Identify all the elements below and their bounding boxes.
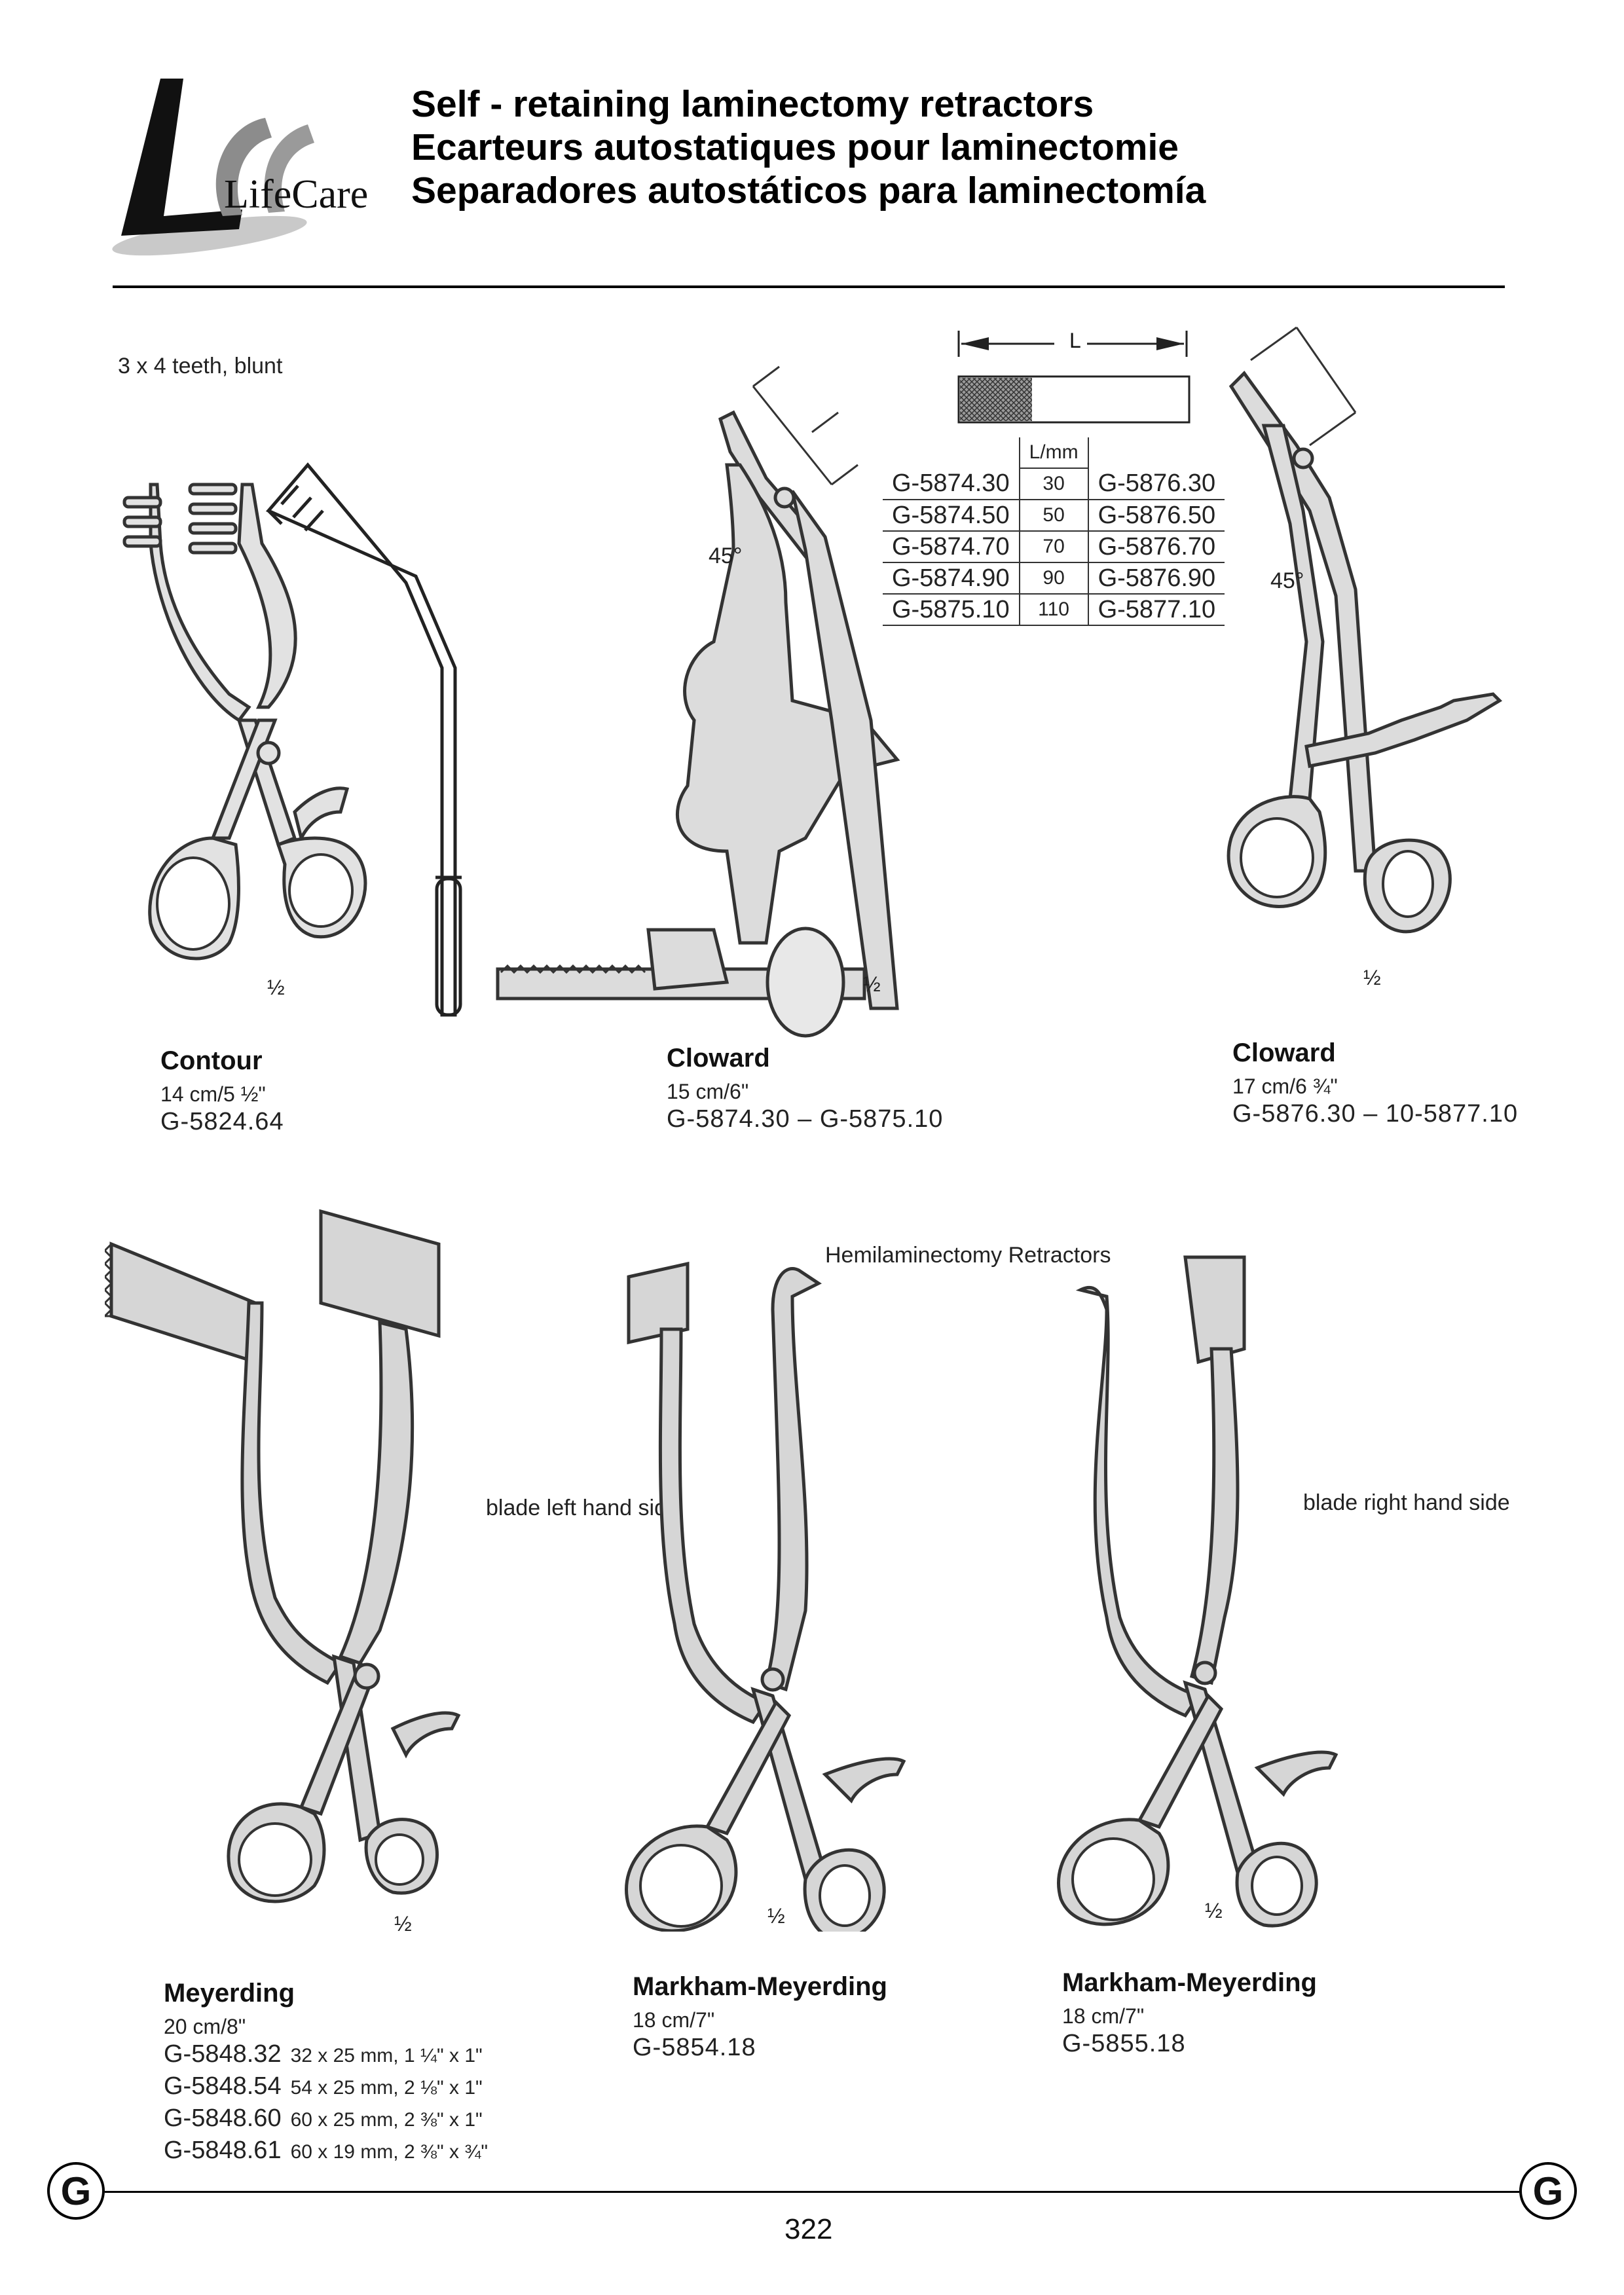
table-row: G-5874.30 30 G-5876.30	[883, 468, 1225, 500]
code-left: G-5874.30	[883, 468, 1020, 500]
title-es: Separadores autostáticos para laminectom…	[411, 170, 1206, 211]
brand-name: LifeCare	[224, 172, 369, 217]
variant-code: G-5848.32	[164, 2040, 282, 2068]
product-code: G-5874.30 – G-5875.10	[667, 1105, 944, 1133]
product-size: 17 cm/6 ¾"	[1232, 1074, 1338, 1098]
product-name: Markham-Meyerding	[633, 1972, 887, 2001]
variant-row: G-5848.60 60 x 25 mm, 2 ⅜" x 1"	[164, 2103, 488, 2135]
variant-row: G-5848.61 60 x 19 mm, 2 ⅜" x ¾"	[164, 2135, 488, 2167]
caption-markham-right: Markham-Meyerding 18 cm/7" G-5855.18	[1062, 1968, 1317, 2058]
variant-dims: 54 x 25 mm, 2 ⅛" x 1"	[290, 2077, 483, 2099]
caption-cloward-15: Cloward 15 cm/6" G-5874.30 – G-5875.10	[667, 1044, 943, 1133]
variant-code: G-5848.61	[164, 2137, 282, 2164]
meyerding-illustration	[102, 1205, 511, 1932]
product-name: Contour	[160, 1046, 263, 1075]
teeth-note: 3 x 4 teeth, blunt	[118, 354, 283, 378]
page-number: 322	[784, 2213, 833, 2245]
markham-meyerding-right-illustration	[1008, 1251, 1388, 1932]
variant-dims: 60 x 25 mm, 2 ⅜" x 1"	[290, 2109, 483, 2131]
caption-markham-left: Markham-Meyerding 18 cm/7" G-5854.18	[633, 1972, 887, 2062]
product-size: 14 cm/5 ½"	[160, 1082, 266, 1106]
product-size: 18 cm/7"	[633, 2008, 715, 2032]
variant-row: G-5848.32 32 x 25 mm, 1 ¼" x 1"	[164, 2039, 488, 2071]
caption-meyerding: Meyerding 20 cm/8" G-5848.32 32 x 25 mm, …	[164, 1979, 488, 2167]
cloward-17cm-illustration	[1205, 314, 1532, 1002]
product-name: Cloward	[1232, 1038, 1336, 1067]
blade-outline-illustration	[255, 452, 478, 1028]
product-size: 15 cm/6"	[667, 1080, 749, 1103]
contour-retractor-illustration	[98, 445, 413, 1035]
code-right: G-5876.90	[1088, 562, 1225, 595]
product-name: Meyerding	[164, 1979, 295, 2008]
code-right: G-5877.10	[1088, 594, 1225, 626]
length-mm: 110	[1018, 594, 1089, 626]
variant-code: G-5848.54	[164, 2072, 282, 2100]
angle-45-right: 45°	[1270, 568, 1304, 593]
blade-right-note: blade right hand side	[1303, 1490, 1510, 1515]
product-code: G-5854.18	[633, 2034, 756, 2061]
blade-left-note: blade left hand side	[486, 1496, 679, 1520]
section-badge-left: G	[47, 2162, 105, 2220]
code-left: G-5875.10	[883, 594, 1020, 626]
cloward-15cm-illustration	[478, 354, 950, 1041]
section-badge-right: G	[1519, 2162, 1577, 2220]
scale-markham-right: ½	[1205, 1899, 1223, 1922]
table-row: G-5874.90 90 G-5876.90	[883, 562, 1225, 595]
length-mm: 70	[1018, 531, 1089, 563]
table-row: G-5874.50 50 G-5876.50	[883, 500, 1225, 532]
hemilaminectomy-note: Hemilaminectomy Retractors	[825, 1243, 1111, 1268]
product-name: Cloward	[667, 1044, 770, 1073]
caption-contour: Contour 14 cm/5 ½" G-5824.64	[160, 1046, 284, 1136]
length-table: L/mm G-5874.30 30 G-5876.30 G-5874.50 50…	[883, 437, 1225, 626]
table-row: G-5875.10 110 G-5877.10	[883, 594, 1225, 626]
code-left: G-5874.70	[883, 531, 1020, 563]
scale-contour: ½	[267, 976, 285, 999]
product-size: 18 cm/7"	[1062, 2004, 1145, 2028]
code-right: G-5876.50	[1088, 500, 1225, 532]
title-en: Self - retaining laminectomy retractors	[411, 83, 1094, 125]
product-code: G-5855.18	[1062, 2030, 1186, 2057]
markham-meyerding-left-illustration	[576, 1257, 956, 1941]
header-divider	[113, 285, 1505, 288]
footer-divider	[105, 2191, 1519, 2193]
code-right: G-5876.30	[1088, 468, 1225, 500]
product-code: G-5876.30 – 10-5877.10	[1232, 1100, 1519, 1128]
variant-dims: 60 x 19 mm, 2 ⅜" x ¾"	[290, 2141, 488, 2163]
variant-dims: 32 x 25 mm, 1 ¼" x 1"	[290, 2045, 483, 2066]
scale-cloward-17: ½	[1363, 966, 1381, 989]
table-row: G-5874.70 70 G-5876.70	[883, 531, 1225, 563]
length-mm: 30	[1018, 468, 1089, 500]
code-right: G-5876.70	[1088, 531, 1225, 563]
scale-markham-left: ½	[767, 1904, 785, 1928]
dimension-diagram	[956, 324, 1192, 439]
length-mm: 50	[1018, 500, 1089, 532]
variant-code: G-5848.60	[164, 2104, 282, 2132]
caption-cloward-17: Cloward 17 cm/6 ¾" G-5876.30 – 10-5877.1…	[1232, 1038, 1518, 1128]
code-left: G-5874.50	[883, 500, 1020, 532]
code-left: G-5874.90	[883, 562, 1020, 595]
brand-logo	[111, 72, 367, 268]
page-titles: Self - retaining laminectomy retractors …	[411, 83, 1206, 212]
product-code: G-5824.64	[160, 1108, 284, 1135]
product-name: Markham-Meyerding	[1062, 1968, 1317, 1997]
product-size: 20 cm/8"	[164, 2015, 246, 2038]
length-table-header: L/mm	[1018, 437, 1089, 469]
title-fr: Ecarteurs autostatiques pour laminectomi…	[411, 126, 1179, 168]
dimension-label: L	[1069, 329, 1081, 352]
scale-meyerding: ½	[394, 1912, 412, 1936]
variant-row: G-5848.54 54 x 25 mm, 2 ⅛" x 1"	[164, 2071, 488, 2103]
angle-45-left: 45°	[709, 543, 743, 568]
scale-cloward-15: ½	[863, 972, 881, 996]
length-mm: 90	[1018, 562, 1089, 595]
